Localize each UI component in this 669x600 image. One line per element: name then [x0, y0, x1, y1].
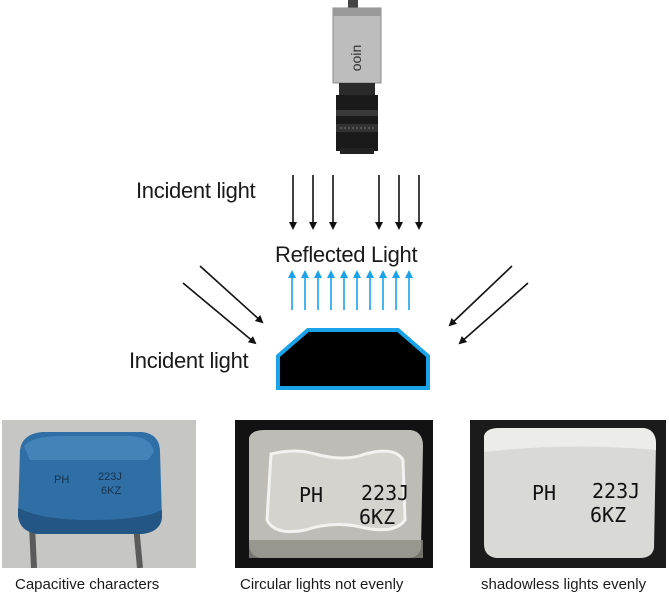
incident-arrows-left [182, 265, 264, 345]
incident-light-label-top: Incident light [136, 178, 256, 203]
reflected-arrows [288, 270, 413, 310]
caption-shadowless-lights: shadowless lights evenly [481, 576, 647, 593]
incident-arrow [458, 282, 529, 345]
photo1-text-line2: 6KZ [101, 485, 121, 497]
photo-capacitor: PH 223J 6KZ [2, 420, 196, 568]
photo2-text-code: 223J [361, 481, 409, 505]
photo1-text-ph: PH [54, 474, 69, 486]
incident-arrows-vertical [289, 175, 423, 230]
incident-arrow [448, 265, 513, 327]
incident-arrow [199, 265, 264, 324]
camera-icon: ooin [332, 0, 382, 154]
camera-logo: ooin [348, 45, 364, 71]
lighting-diagram [182, 175, 529, 390]
photo2-text-line2: 6KZ [359, 505, 395, 529]
reflected-light-label: Reflected Light [275, 242, 418, 267]
photo3-text-ph: PH [532, 481, 556, 505]
photo3-text-line2: 6KZ [590, 503, 626, 527]
photo-ring-light: PH 223J 6KZ [235, 420, 433, 568]
incident-light-label-left: Incident light [129, 348, 249, 373]
caption-circular-lights: Circular lights not evenly [240, 576, 404, 593]
caption-capacitive-characters: Capacitive characters [15, 576, 160, 593]
photo2-text-ph: PH [299, 483, 323, 507]
photo3-text-code: 223J [592, 479, 640, 503]
photo-shadowless-light: PH 223J 6KZ [470, 420, 666, 568]
incident-arrows-right [448, 265, 529, 345]
photo1-text-code: 223J [98, 471, 122, 483]
incident-arrow [182, 282, 257, 345]
inspected-object [276, 328, 430, 390]
